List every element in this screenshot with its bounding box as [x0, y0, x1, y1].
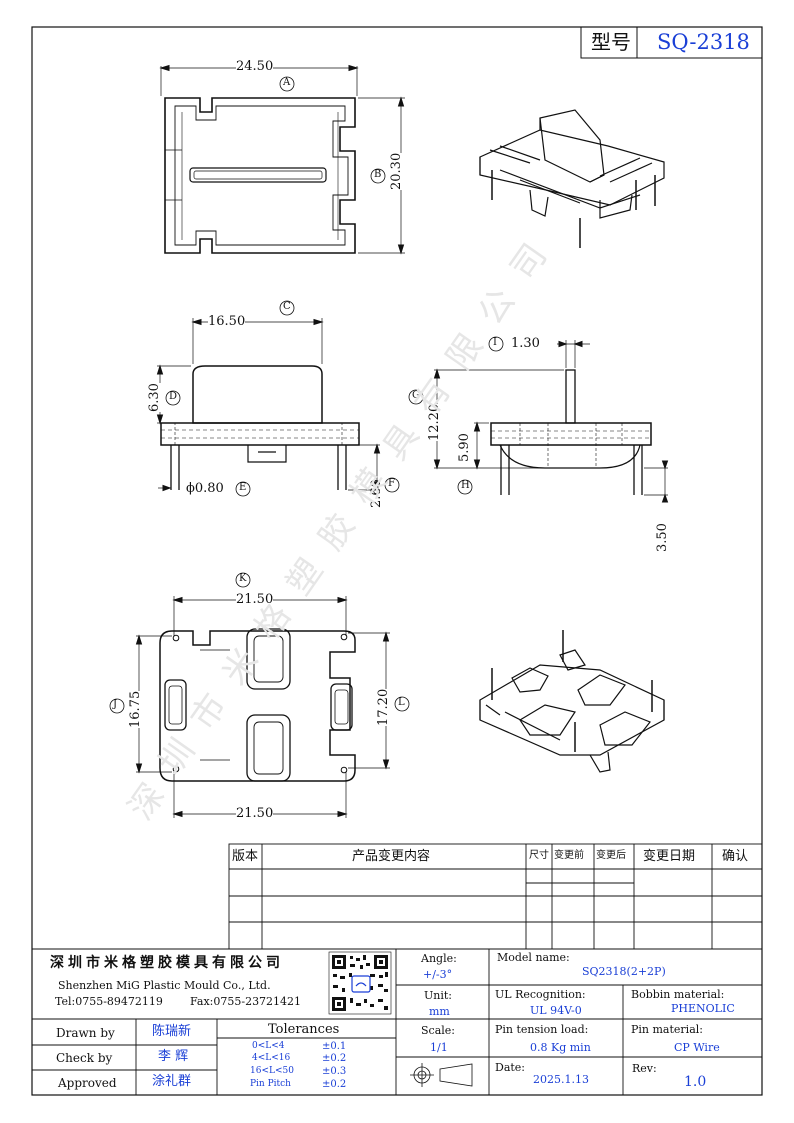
- unit-value: mm: [429, 1005, 450, 1018]
- dim-bottom-width: 21.50: [236, 592, 274, 607]
- bobbin-value: PHENOLIC: [671, 1002, 735, 1015]
- rev-col-before: 变更前: [554, 850, 584, 861]
- date-value: 2025.1.13: [533, 1073, 589, 1086]
- dim-tag-c: C: [283, 301, 291, 312]
- top-view: [159, 64, 405, 255]
- scale-value: 1/1: [430, 1041, 448, 1054]
- dim-side-base: 5.90: [457, 433, 472, 462]
- angle-label: Angle:: [421, 952, 457, 965]
- dim-tag-j: J: [113, 699, 118, 710]
- rev-col-confirm: 确认: [722, 849, 749, 864]
- iso-view-top: [479, 109, 665, 248]
- dim-tag-h: H: [461, 480, 470, 491]
- company-name-en: Shenzhen MiG Plastic Mould Co., Ltd.: [58, 979, 271, 992]
- dim-pin-dia: ϕ0.80: [186, 481, 224, 496]
- model-name-label: Model name:: [497, 951, 570, 964]
- check-by-value: 李 辉: [158, 1049, 189, 1064]
- rev-col-date: 变更日期: [643, 849, 696, 864]
- tolerances-title: Tolerances: [268, 1022, 340, 1037]
- company-name: 深圳市米格塑胶模具有限公司: [50, 955, 284, 971]
- projection-symbol-icon: [410, 1063, 473, 1087]
- dim-tag-i: I: [493, 337, 497, 348]
- ul-value: UL 94V-0: [530, 1004, 582, 1017]
- tension-label: Pin tension load:: [495, 1023, 589, 1036]
- rev-value: 1.0: [684, 1074, 707, 1090]
- check-by-label: Check by: [56, 1051, 113, 1065]
- dim-tag-e: E: [239, 482, 247, 493]
- title-block: [32, 948, 762, 1095]
- tolerance-range: Pin Pitch: [250, 1079, 291, 1089]
- pin-material-label: Pin material:: [631, 1023, 703, 1036]
- dim-tag-l: L: [398, 697, 405, 708]
- tolerance-value: ±0.2: [322, 1079, 347, 1090]
- model-value: SQ-2318: [657, 30, 750, 54]
- date-label: Date:: [495, 1061, 526, 1074]
- company-fax: Fax:0755-23721421: [190, 995, 302, 1008]
- dim-tag-b: B: [374, 169, 382, 180]
- rev-col-after: 变更后: [596, 850, 626, 861]
- dim-top-width: 24.50: [236, 59, 274, 74]
- dim-front-height: 6.30: [147, 383, 162, 412]
- drawn-by-label: Drawn by: [56, 1026, 115, 1040]
- dim-bottom-left-height: 16.75: [128, 690, 143, 728]
- dim-front-width: 16.50: [208, 314, 246, 329]
- approved-label: Approved: [58, 1076, 117, 1090]
- model-name-value: SQ2318(2+2P): [582, 965, 666, 978]
- watermark-text: 深 圳 市 米 格 塑 胶 模 具 有 限 公 司: [120, 236, 556, 828]
- dim-bottom-width2: 21.50: [236, 806, 274, 821]
- model-box: [580, 26, 763, 59]
- rev-col-size: 尺寸: [529, 850, 549, 861]
- dim-tag-g: G: [412, 390, 420, 401]
- angle-value: +/-3°: [423, 968, 453, 981]
- rev-col-version: 版本: [232, 849, 259, 864]
- revision-table: [228, 843, 763, 950]
- company-tel: Tel:0755-89472119: [55, 995, 163, 1008]
- qr-code: [328, 951, 392, 1015]
- dim-tag-k: K: [239, 573, 247, 584]
- tension-value: 0.8 Kg min: [530, 1041, 591, 1054]
- dim-tag-d: D: [169, 391, 178, 402]
- front-view: [156, 300, 400, 497]
- pin-material-value: CP Wire: [674, 1041, 720, 1054]
- side-view: [408, 336, 669, 503]
- dim-side-pin: 3.50: [655, 523, 670, 552]
- dim-top-height: 20.30: [389, 152, 404, 190]
- tolerance-value: ±0.3: [322, 1066, 347, 1077]
- ul-label: UL Recognition:: [495, 988, 586, 1001]
- bobbin-label: Bobbin material:: [631, 988, 725, 1001]
- drawn-by-value: 陈瑞新: [152, 1024, 192, 1039]
- rev-label: Rev:: [632, 1062, 657, 1075]
- tolerance-value: ±0.1: [322, 1041, 347, 1052]
- approved-value: 涂礼群: [152, 1074, 192, 1089]
- tolerance-range: 16<L<50: [250, 1066, 294, 1076]
- tolerance-range: 0<L<4: [252, 1041, 285, 1051]
- scale-label: Scale:: [421, 1024, 455, 1037]
- rev-col-content: 产品变更内容: [352, 849, 431, 864]
- iso-view-bottom: [479, 630, 665, 773]
- dim-bottom-right-height: 17.20: [376, 688, 391, 726]
- sheet-border: [31, 26, 763, 1096]
- dim-wall: 1.30: [511, 336, 540, 351]
- unit-label: Unit:: [424, 989, 452, 1002]
- tolerance-range: 4<L<16: [252, 1053, 291, 1063]
- tolerance-value: ±0.2: [322, 1053, 347, 1064]
- model-label: 型号: [591, 30, 631, 54]
- dim-tag-a: A: [283, 77, 291, 88]
- dim-tag-f: F: [388, 478, 395, 489]
